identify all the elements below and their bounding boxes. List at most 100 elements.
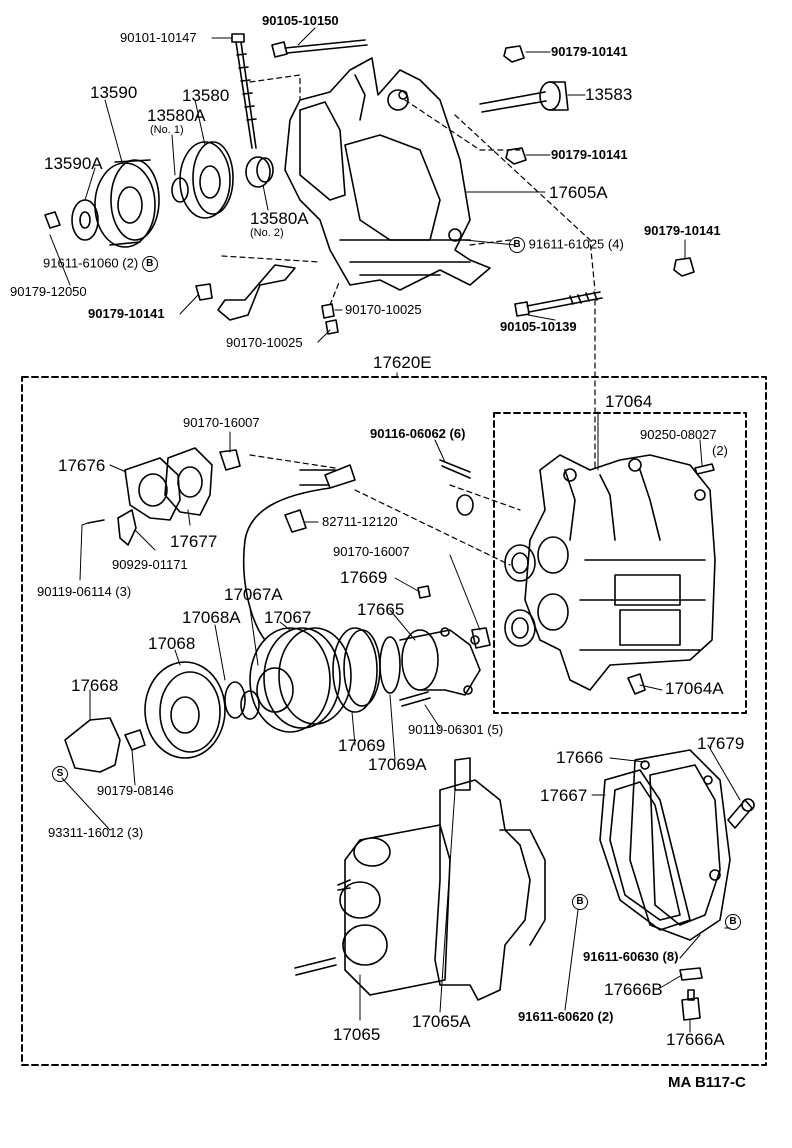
label-17666a: 17666A [666, 1030, 725, 1049]
label-90929-01171: 90929-01171 [112, 557, 188, 572]
nut-90179-10141-right [673, 257, 695, 277]
bolt-17064a [627, 673, 646, 695]
label-91611-61060-text: 91611-61060 (2) [43, 255, 139, 271]
label-17669: 17669 [340, 568, 388, 587]
ring-17067a [240, 690, 260, 720]
marker-b-icon: B [141, 256, 158, 272]
label-82711-12120: 82711-12120 [322, 514, 398, 529]
label-17065a: 17065A [412, 1012, 471, 1031]
label-17676: 17676 [58, 456, 106, 475]
clutch-lead-wire [242, 464, 356, 641]
label-17067a: 17067A [224, 585, 283, 604]
pulley-17067 [249, 627, 352, 733]
bolt-13583 [479, 81, 569, 113]
bolt-90105-10150 [271, 39, 368, 58]
bearing-17665 [399, 627, 481, 696]
stud-90116-06062 [439, 459, 471, 479]
label-91611-61025: B 91611-61025 (4) [509, 237, 624, 253]
pulley-13590 [94, 159, 160, 248]
label-90179-10141-mid: 90179-10141 [551, 147, 628, 162]
label-91611-61025-text: 91611-61025 (4) [528, 236, 624, 252]
label-90179-12050: 90179-12050 [10, 284, 87, 299]
label-17667: 17667 [540, 786, 588, 805]
bolt-90105-10139 [514, 291, 603, 317]
assembly-17620e-boundary [21, 376, 767, 1066]
nut-90170-16007-a [219, 449, 241, 471]
label-90101-10147: 90101-10147 [120, 30, 197, 45]
label-17665: 17665 [357, 600, 405, 619]
collar-90170-10025-b [325, 319, 339, 335]
label-13580: 13580 [182, 86, 230, 105]
label-90116-06062: 90116-06062 (6) [370, 426, 466, 441]
supercharger-housing-17064 [504, 454, 716, 691]
label-90170-16007-b: 90170-16007 [333, 544, 410, 559]
label-91611-60630: 91611-60630 (8) [583, 949, 679, 964]
label-13583: 13583 [585, 85, 633, 104]
label-17064: 17064 [605, 392, 653, 411]
marker-s-icon: S [52, 766, 68, 782]
label-17620e: 17620E [373, 353, 432, 372]
label-90119-06301: 90119-06301 (5) [408, 722, 504, 737]
label-90250-qty: (2) [712, 443, 728, 458]
label-17067: 17067 [264, 608, 312, 627]
pulley-13580 [171, 141, 234, 219]
gasket-17667 [599, 769, 691, 931]
label-13590: 13590 [90, 83, 138, 102]
label-17065: 17065 [333, 1025, 381, 1044]
label-90179-10141-right: 90179-10141 [644, 223, 721, 238]
label-90105-10150: 90105-10150 [262, 13, 339, 28]
label-no1: (No. 1) [150, 124, 184, 136]
label-17679: 17679 [697, 734, 745, 753]
marker-b-icon: B [572, 894, 588, 910]
plug-17666a [681, 989, 701, 1021]
marker-s: S [52, 766, 68, 782]
label-90250-08027: 90250-08027 [640, 427, 717, 442]
bolt-90119-06301 [399, 691, 431, 707]
stay-bracket [217, 264, 296, 321]
nut-90179-08146 [124, 729, 146, 751]
label-93311-16012: 93311-16012 (3) [48, 825, 144, 840]
front-cover-17676 [124, 457, 181, 521]
washer-17666b [679, 967, 703, 981]
label-91611-60620: 91611-60620 (2) [518, 1009, 614, 1024]
washer-13590a [71, 199, 99, 241]
label-17069: 17069 [338, 736, 386, 755]
label-90170-16007-a: 90170-16007 [183, 415, 260, 430]
label-90119-06114: 90119-06114 (3) [37, 584, 132, 599]
rotor-housing-17065a [434, 757, 546, 1001]
label-90170-10025-a: 90170-10025 [345, 302, 422, 317]
collar-90170-10025-a [321, 303, 335, 319]
key-17669 [417, 585, 431, 599]
gasket-17677 [164, 447, 213, 516]
label-17668: 17668 [71, 676, 119, 695]
footer-code: MA B117-C [668, 1074, 746, 1091]
grommet-82711-12120 [284, 509, 307, 533]
nut-90170-16007-b [471, 627, 491, 649]
label-91611-61060: 91611-61060 (2) B [43, 256, 158, 272]
pin-90250-08027 [694, 463, 715, 475]
bracket-17605a [284, 57, 491, 291]
label-90105-10139: 90105-10139 [500, 319, 577, 334]
rear-cover-17666 [629, 749, 731, 941]
clutch-cover-17668 [64, 717, 121, 773]
bush-90170-16007 [456, 494, 474, 516]
bolt-90119-06114 [87, 519, 105, 524]
clip-90929-01171 [117, 509, 137, 546]
ring-17069a [379, 636, 401, 694]
marker-b-rotor: B [572, 894, 588, 910]
label-90179-10141-left: 90179-10141 [88, 306, 165, 321]
marker-b-cover: B [725, 914, 741, 930]
label-90179-10141-top: 90179-10141 [551, 44, 628, 59]
label-17677: 17677 [170, 532, 218, 551]
label-17068a: 17068A [182, 608, 241, 627]
marker-b-icon: B [725, 914, 741, 930]
nut-90179-10141-left [195, 283, 213, 301]
label-17069a: 17069A [368, 755, 427, 774]
label-17605a: 17605A [549, 183, 608, 202]
label-90170-10025-b: 90170-10025 [226, 335, 303, 350]
label-13580a: 13580A [147, 106, 206, 125]
ring-17068a [224, 681, 246, 719]
label-13590a: 13590A [44, 154, 103, 173]
